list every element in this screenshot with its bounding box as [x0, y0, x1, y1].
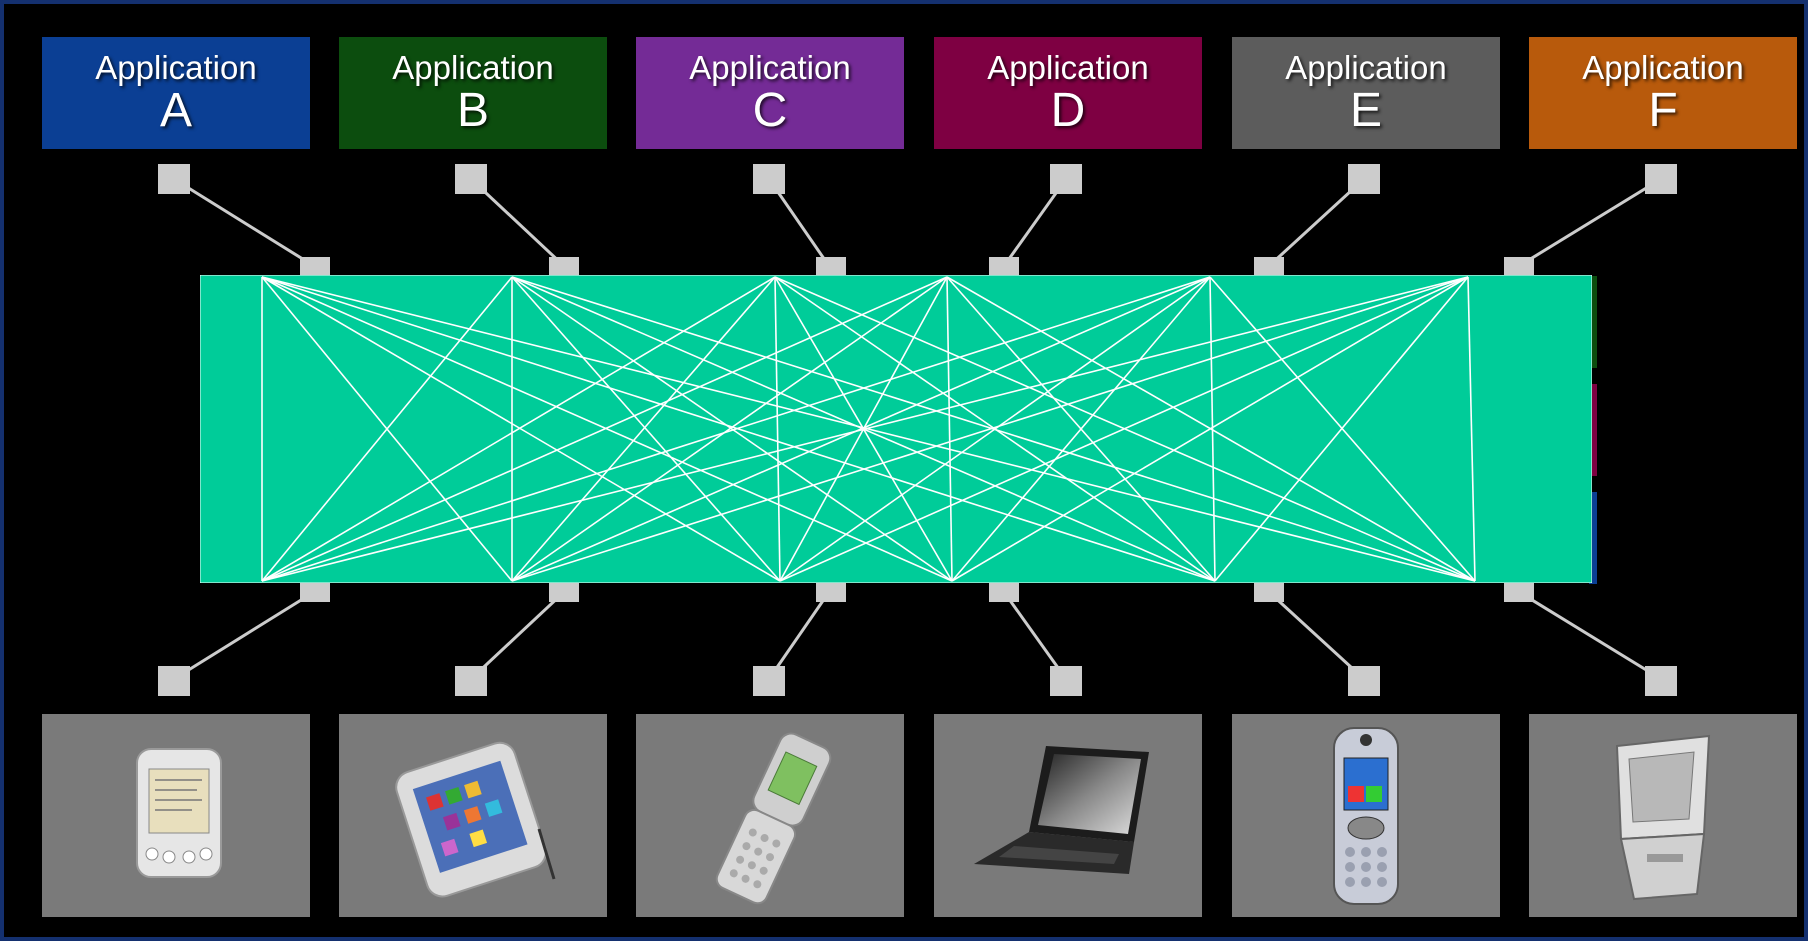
flip-phone-icon — [715, 732, 832, 905]
application-a-label: Application — [95, 49, 257, 86]
mesh-link-line — [1467, 276, 1476, 582]
application-f-letter: F — [1648, 84, 1678, 137]
mesh-top-port-a — [300, 257, 330, 279]
mesh-top-port-d — [989, 257, 1019, 279]
device-panel-kiosk — [1529, 714, 1797, 917]
pda-icon — [136, 748, 222, 878]
mesh-bottom-port-d — [989, 582, 1019, 602]
mesh-link-line — [261, 276, 1476, 582]
mesh-bottom-port-f — [1504, 582, 1534, 602]
mesh-link-line — [779, 276, 1211, 582]
tablet-pda-icon — [395, 741, 556, 898]
mesh-top-port-b — [549, 257, 579, 279]
mesh-link-line — [951, 276, 1211, 582]
application-d-label: Application — [987, 49, 1149, 86]
application-a-box: Application A — [42, 37, 310, 149]
mesh-link-line — [261, 276, 948, 582]
application-d-letter: D — [1050, 84, 1086, 137]
mesh-link-line — [511, 276, 1476, 582]
mesh-link-line — [261, 276, 1211, 582]
kiosk-icon — [1615, 734, 1711, 901]
mesh-link-line — [774, 276, 781, 582]
mesh-bottom-port-b — [549, 582, 579, 602]
mesh-link-line — [511, 276, 776, 582]
device-phone-port-square — [753, 666, 785, 696]
application-f-label: Application — [1582, 49, 1744, 86]
mesh-link-line — [261, 276, 781, 582]
app-f-port-square — [1645, 164, 1677, 194]
application-c-box: Application C — [636, 37, 904, 149]
application-d-box: Application D — [934, 37, 1202, 149]
application-e-letter: E — [1349, 84, 1382, 137]
app-b-port-square — [455, 164, 487, 194]
application-b-label: Application — [392, 49, 554, 86]
device-laptop-port-square — [1050, 666, 1082, 696]
application-e-box: Application E — [1232, 37, 1500, 149]
app-c-port-square — [753, 164, 785, 194]
device-panel-laptop — [934, 714, 1202, 917]
mesh-link-line — [779, 276, 1469, 582]
device-panel-tablet — [339, 714, 607, 917]
point-to-point-mesh — [200, 275, 1592, 583]
device-panel-phone — [636, 714, 904, 917]
mesh-link-line — [1214, 276, 1469, 582]
mesh-link-line — [511, 276, 1469, 582]
application-e-label: Application — [1285, 49, 1447, 86]
mesh-bottom-port-a — [300, 582, 330, 602]
device-kiosk-port-square — [1645, 666, 1677, 696]
laptop-icon — [974, 746, 1149, 874]
mesh-link-line — [511, 276, 953, 582]
mesh-link-line — [511, 276, 948, 582]
mesh-top-port-f — [1504, 257, 1534, 279]
application-c-label: Application — [689, 49, 851, 86]
mesh-link-line — [261, 276, 953, 582]
mesh-link-line — [1209, 276, 1216, 582]
mesh-link-line — [261, 276, 513, 582]
app-a-port-square — [158, 164, 190, 194]
device-panel-pda — [42, 714, 310, 917]
mesh-link-line — [946, 276, 953, 582]
application-b-letter: B — [456, 84, 489, 137]
device-smartphone-port-square — [1348, 666, 1380, 696]
mesh-link-line — [261, 276, 776, 582]
mesh-bottom-port-c — [816, 582, 846, 602]
mesh-top-port-e — [1254, 257, 1284, 279]
application-a-letter: A — [159, 84, 192, 137]
mesh-link-line — [261, 276, 1469, 582]
application-b-box: Application B — [339, 37, 607, 149]
device-pda-port-square — [158, 666, 190, 696]
mesh-bottom-port-e — [1254, 582, 1284, 602]
device-panel-smartphone — [1232, 714, 1500, 917]
mesh-link-line — [511, 276, 781, 582]
mesh-link-line — [511, 276, 1211, 582]
application-f-box: Application F — [1529, 37, 1797, 149]
smartphone-icon — [1333, 727, 1399, 905]
connector-layer — [158, 164, 1677, 696]
app-d-port-square — [1050, 164, 1082, 194]
app-e-port-square — [1348, 164, 1380, 194]
application-c-letter: C — [752, 84, 788, 137]
mesh-top-port-c — [816, 257, 846, 279]
mesh-link-line — [951, 276, 1469, 582]
device-tablet-port-square — [455, 666, 487, 696]
